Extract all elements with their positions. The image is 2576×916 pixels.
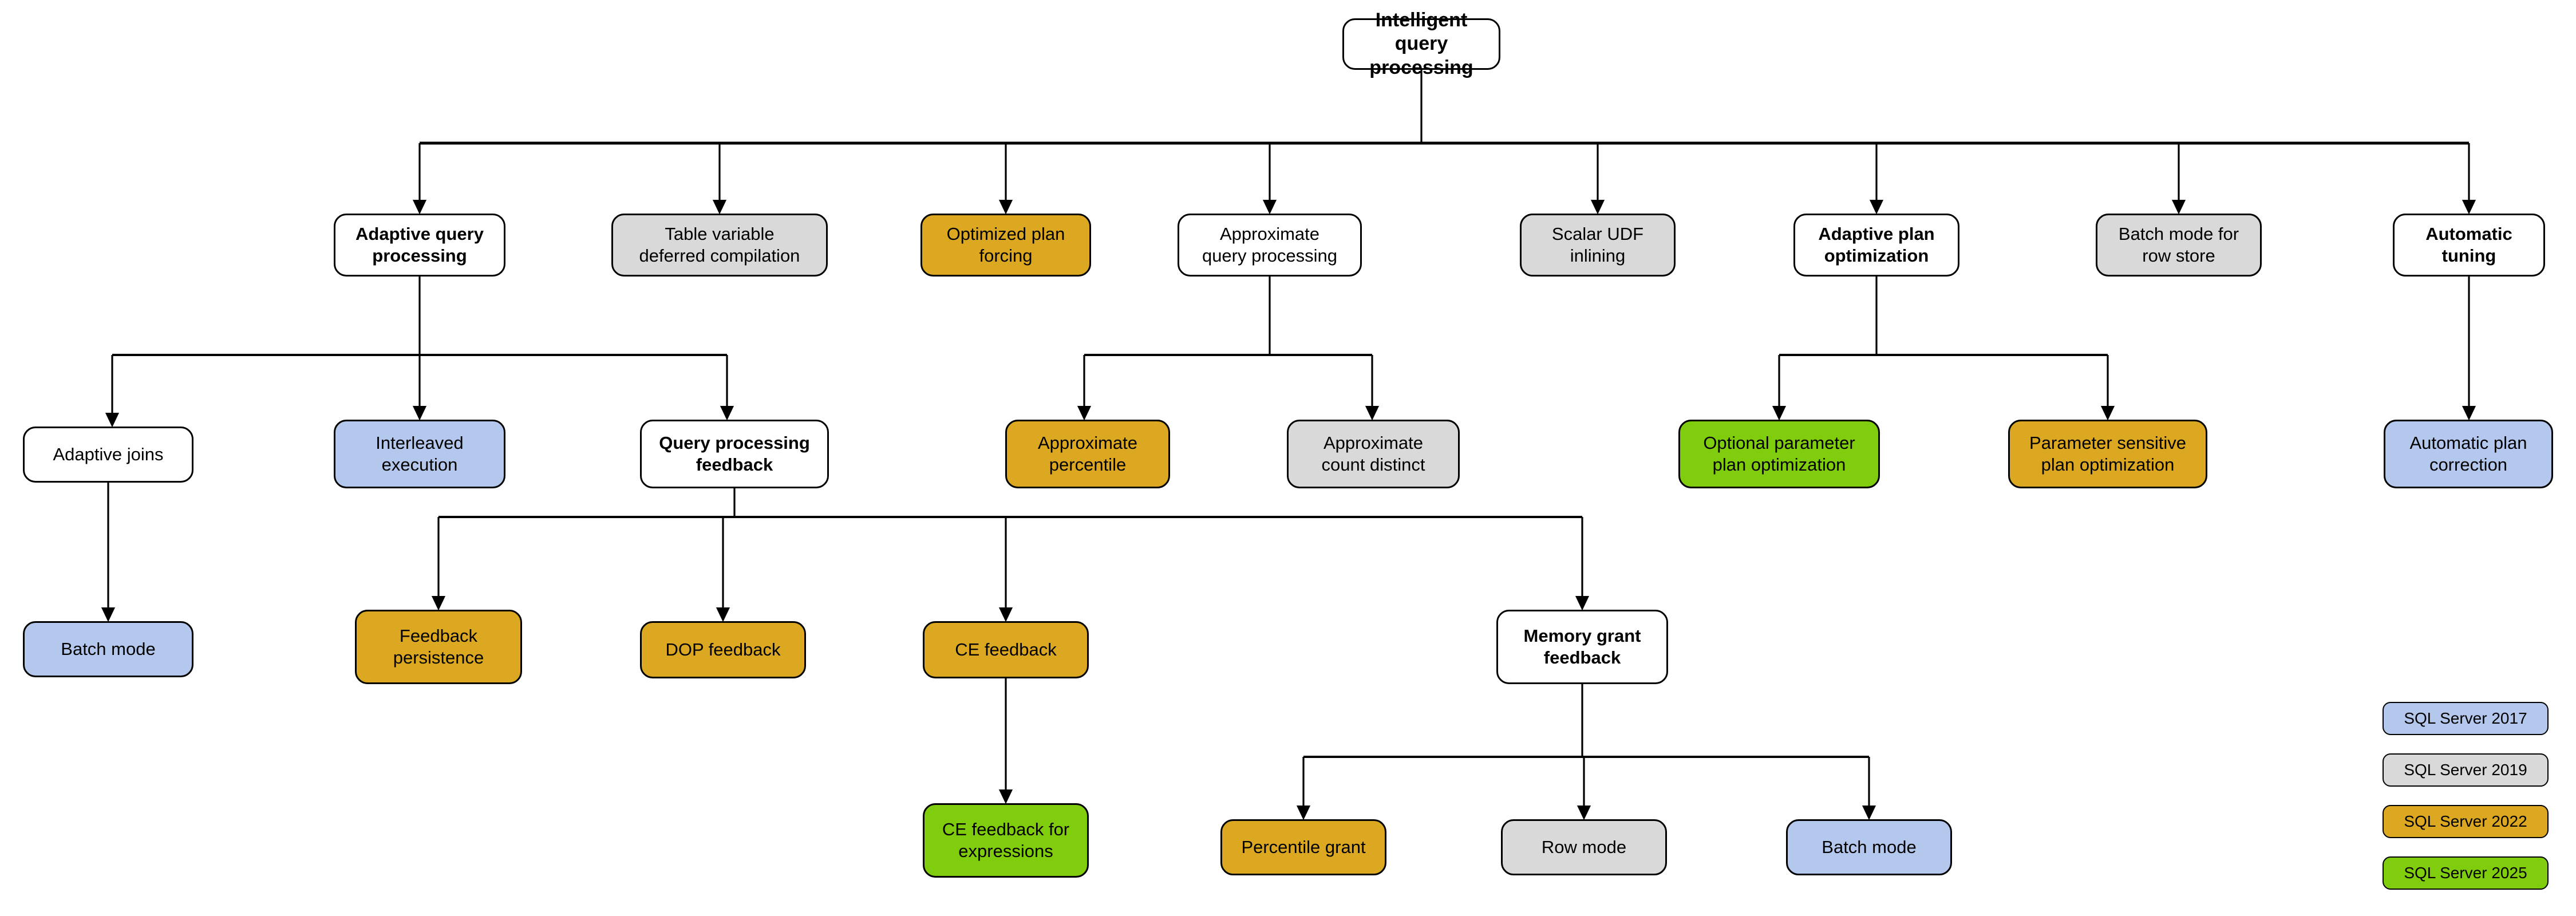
node-label: Memory grant feedback xyxy=(1523,626,1641,668)
node-label: Approximate percentile xyxy=(1037,433,1138,475)
node-approximate-percentile[interactable]: Approximate percentile xyxy=(1005,420,1170,488)
node-label: Scalar UDF inlining xyxy=(1551,224,1644,266)
legend-item-sql-server-2022[interactable]: SQL Server 2022 xyxy=(2383,805,2549,838)
node-label: Percentile grant xyxy=(1241,837,1366,858)
node-label: CE feedback for expressions xyxy=(942,819,1070,861)
node-scalar-udf-inlining[interactable]: Scalar UDF inlining xyxy=(1520,214,1676,277)
node-label: Interleaved execution xyxy=(376,433,464,475)
node-label: DOP feedback xyxy=(665,639,781,660)
node-label: CE feedback xyxy=(955,639,1057,660)
node-ce-feedback[interactable]: CE feedback xyxy=(923,621,1089,678)
node-table-variable-deferred-compilation[interactable]: Table variable deferred compilation xyxy=(611,214,828,277)
node-label: Parameter sensitive plan optimization xyxy=(2029,433,2186,475)
node-query-processing-feedback[interactable]: Query processing feedback xyxy=(640,420,829,488)
node-label: Batch mode xyxy=(61,639,156,660)
node-automatic-tuning[interactable]: Automatic tuning xyxy=(2393,214,2545,277)
node-label: Adaptive plan optimization xyxy=(1818,224,1935,266)
node-parameter-sensitive-plan-optimization[interactable]: Parameter sensitive plan optimization xyxy=(2008,420,2207,488)
legend-label: SQL Server 2017 xyxy=(2404,709,2527,727)
node-label: Adaptive query processing xyxy=(355,224,484,266)
node-batch-mode-mgf[interactable]: Batch mode xyxy=(1786,819,1952,875)
legend-item-sql-server-2017[interactable]: SQL Server 2017 xyxy=(2383,702,2549,735)
node-label: Automatic tuning xyxy=(2425,224,2512,266)
node-label: Batch mode xyxy=(1822,837,1917,858)
legend-label: SQL Server 2025 xyxy=(2404,864,2527,882)
node-label: Approximate query processing xyxy=(1202,224,1338,266)
node-adaptive-joins[interactable]: Adaptive joins xyxy=(23,427,193,483)
node-label: Optimized plan forcing xyxy=(946,224,1065,266)
node-label: Adaptive joins xyxy=(53,444,164,465)
node-approximate-query-processing[interactable]: Approximate query processing xyxy=(1178,214,1362,277)
legend-item-sql-server-2019[interactable]: SQL Server 2019 xyxy=(2383,753,2549,787)
node-adaptive-plan-optimization[interactable]: Adaptive plan optimization xyxy=(1793,214,1959,277)
node-label: Table variable deferred compilation xyxy=(639,224,800,266)
node-optional-parameter-plan-optimization[interactable]: Optional parameter plan optimization xyxy=(1678,420,1880,488)
node-label: Query processing feedback xyxy=(659,433,810,475)
node-label: Optional parameter plan optimization xyxy=(1703,433,1855,475)
node-batch-mode-aj[interactable]: Batch mode xyxy=(23,621,193,677)
node-label: Feedback persistence xyxy=(393,626,484,668)
node-approximate-count-distinct[interactable]: Approximate count distinct xyxy=(1287,420,1460,488)
node-automatic-plan-correction[interactable]: Automatic plan correction xyxy=(2384,420,2553,488)
node-memory-grant-feedback[interactable]: Memory grant feedback xyxy=(1496,610,1668,684)
node-percentile-grant[interactable]: Percentile grant xyxy=(1220,819,1386,875)
node-root[interactable]: Intelligent query processing xyxy=(1342,9,1500,78)
node-ce-feedback-for-expressions[interactable]: CE feedback for expressions xyxy=(923,803,1089,878)
legend-item-sql-server-2025[interactable]: SQL Server 2025 xyxy=(2383,856,2549,890)
node-adaptive-query-processing[interactable]: Adaptive query processing xyxy=(334,214,505,277)
node-label: Batch mode for row store xyxy=(2118,224,2239,266)
node-batch-mode-for-row-store[interactable]: Batch mode for row store xyxy=(2096,214,2262,277)
node-interleaved-execution[interactable]: Interleaved execution xyxy=(334,420,505,488)
node-row-mode[interactable]: Row mode xyxy=(1501,819,1667,875)
legend-label: SQL Server 2019 xyxy=(2404,761,2527,779)
node-feedback-persistence[interactable]: Feedback persistence xyxy=(355,610,522,684)
node-label: Approximate count distinct xyxy=(1321,433,1425,475)
node-optimized-plan-forcing[interactable]: Optimized plan forcing xyxy=(920,214,1091,277)
node-label: Row mode xyxy=(1541,837,1627,858)
legend-label: SQL Server 2022 xyxy=(2404,812,2527,830)
node-label: Automatic plan correction xyxy=(2409,433,2527,475)
node-label: Intelligent query processing xyxy=(1369,9,1473,78)
node-dop-feedback[interactable]: DOP feedback xyxy=(640,621,806,678)
